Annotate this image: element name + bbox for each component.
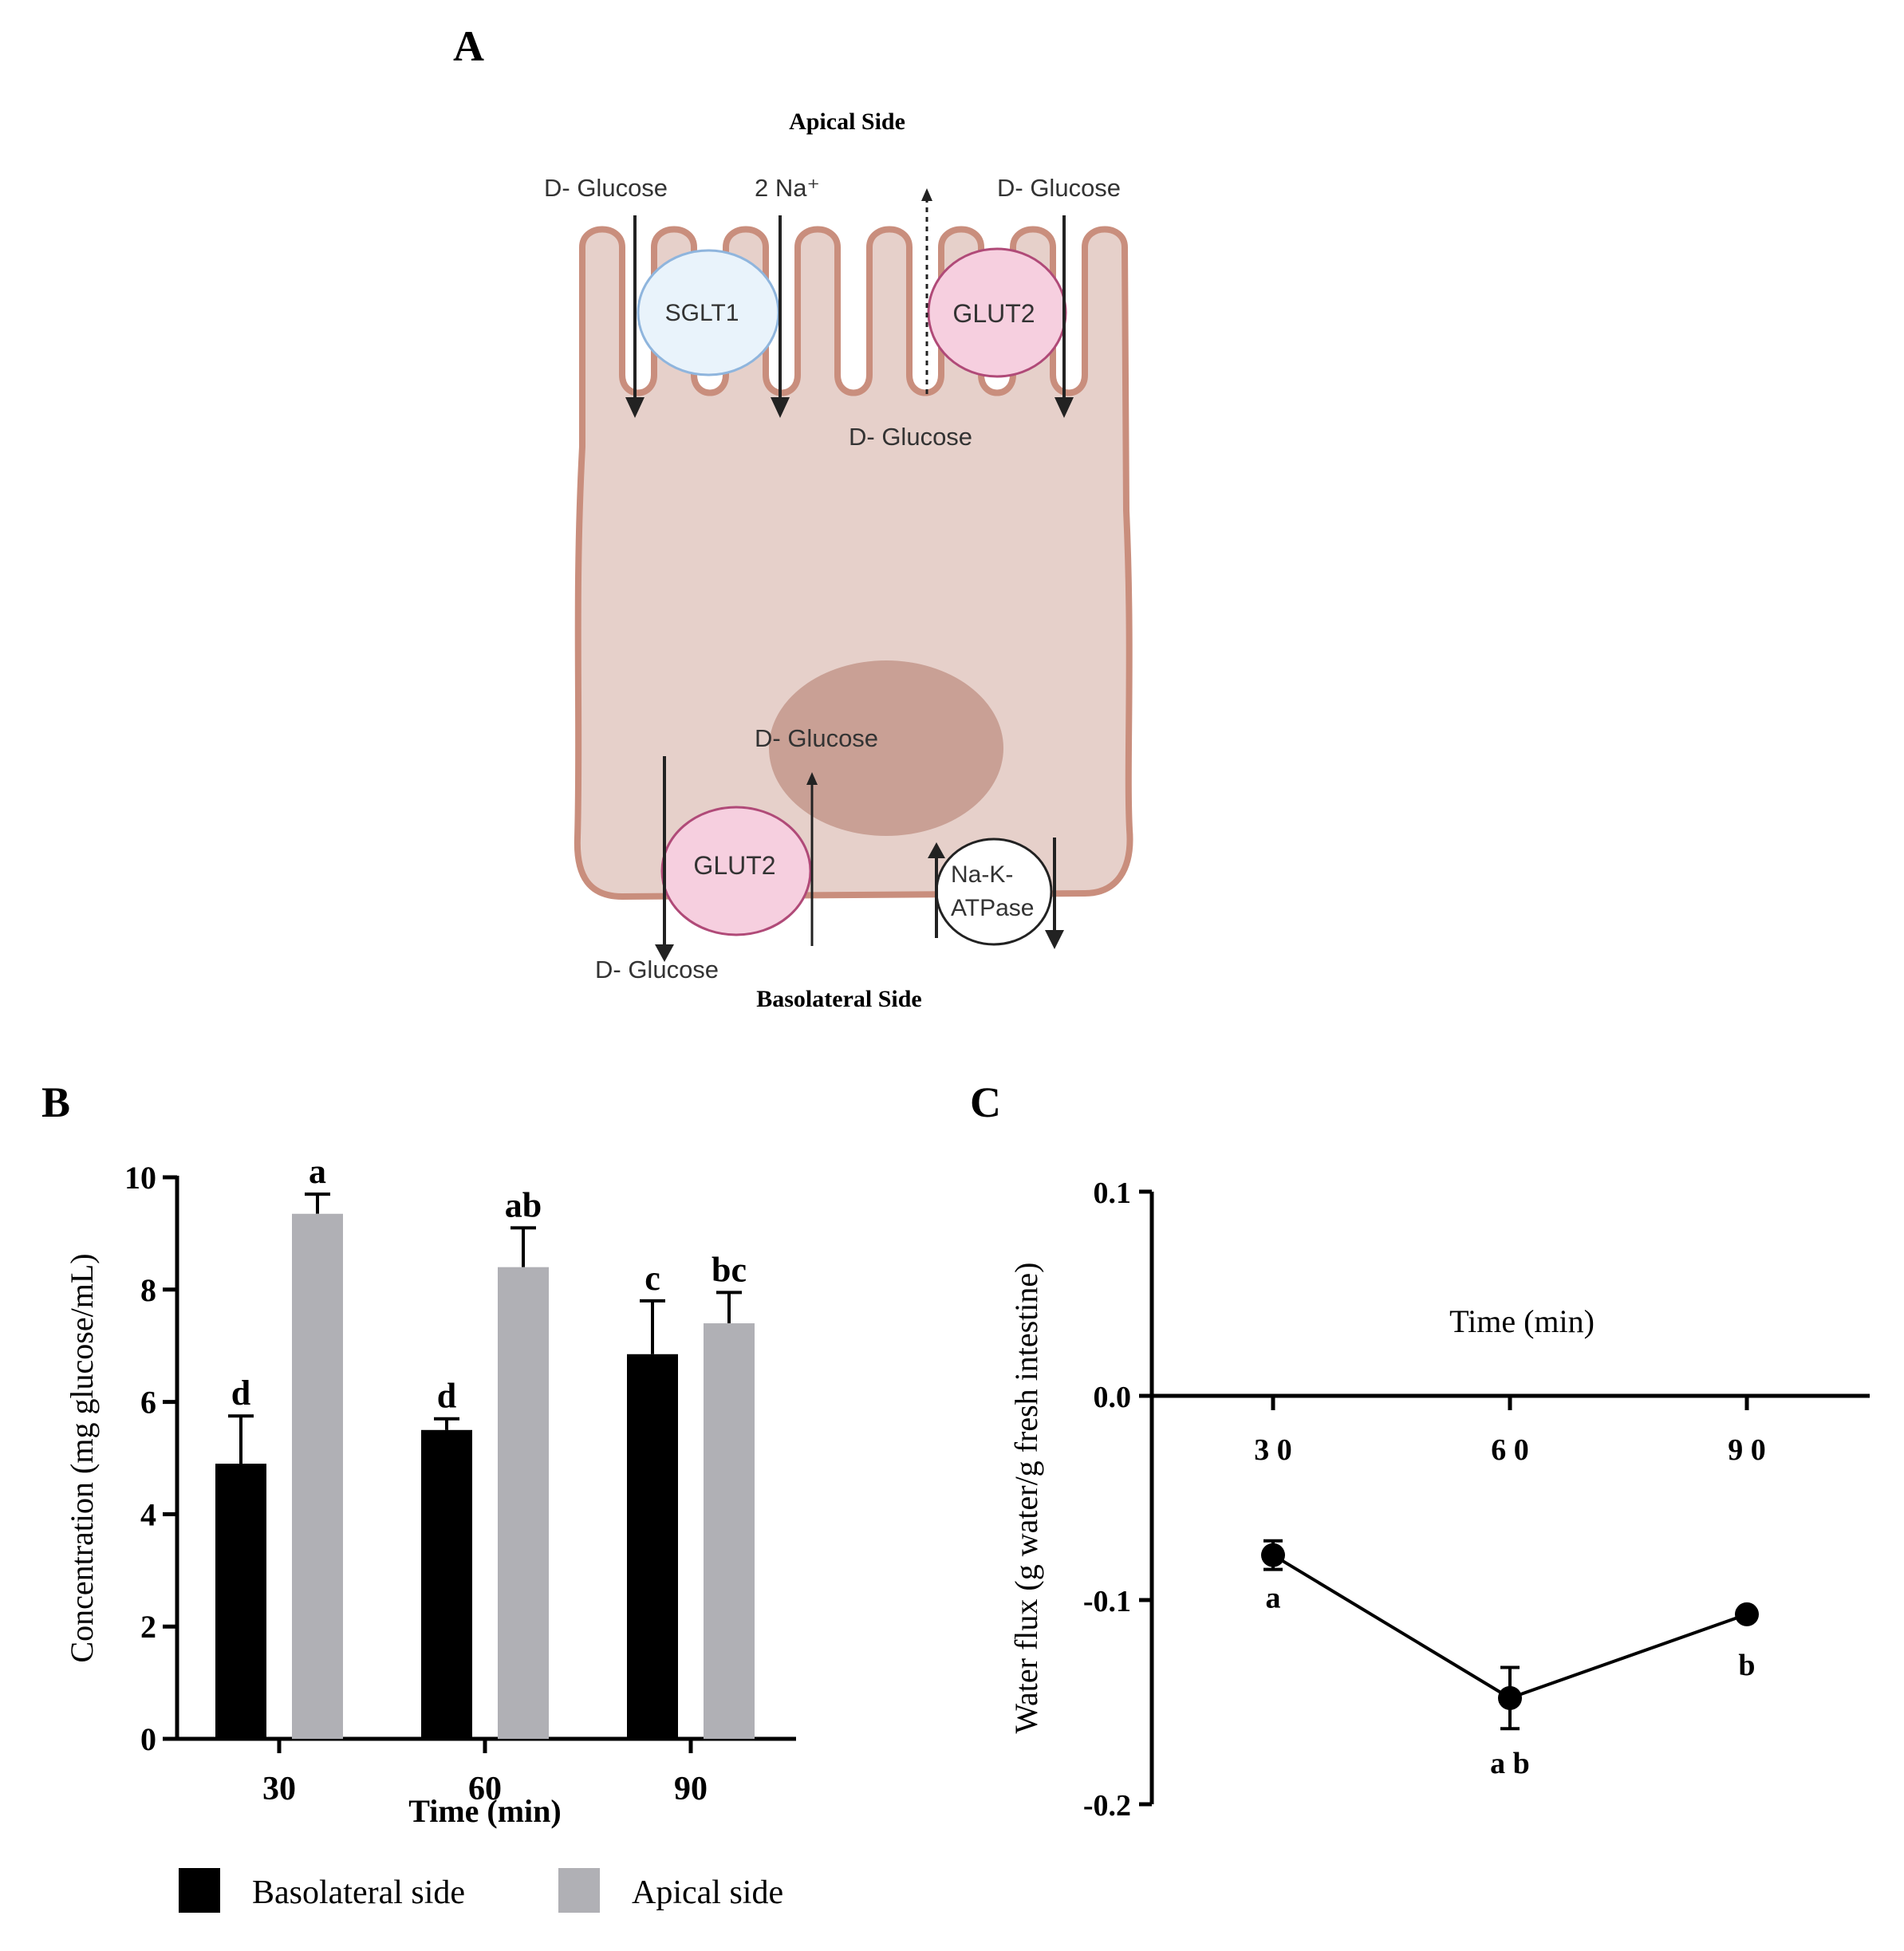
y-tick-label: 0 <box>140 1721 156 1757</box>
x-tick-label: 3 0 <box>1254 1433 1292 1467</box>
basolateral-side-label: Basolateral Side <box>756 986 922 1012</box>
panel-a-letter: A <box>453 22 484 70</box>
y-tick-label: 6 <box>140 1385 156 1421</box>
glut2-apical-label: GLUT2 <box>952 299 1035 328</box>
y-axis-title: Water flux (g water/g fresh intestine) <box>1008 1263 1044 1734</box>
panel-c-letter: C <box>970 1078 1001 1126</box>
nucleus <box>769 660 1003 836</box>
panel-b-letter: B <box>41 1078 70 1126</box>
top-sodium-label: 2 Na⁺ <box>755 174 820 202</box>
legend-swatch-basolateral <box>179 1868 220 1913</box>
panel-c: C 0.1 0.0 -0.1 -0.2 3 0 6 0 9 0 Time (min) a a b b… <box>970 1078 1870 1823</box>
x-tick-label: 6 0 <box>1491 1433 1529 1467</box>
bar-basolateral <box>215 1464 266 1739</box>
x-tick-label: 30 <box>262 1771 296 1807</box>
data-point <box>1735 1602 1759 1626</box>
y-axis-title: Concentration (mg glucose/mL) <box>64 1253 100 1662</box>
significance-label: d <box>437 1377 456 1416</box>
significance-label: c <box>645 1259 660 1298</box>
legend-label-apical: Apical side <box>632 1874 783 1911</box>
data-point <box>1261 1543 1285 1567</box>
x-tick-label: 90 <box>674 1771 708 1807</box>
significance-label: ab <box>505 1185 542 1224</box>
significance-label: b <box>1738 1649 1755 1682</box>
y-tick-label: 0.1 <box>1094 1177 1132 1210</box>
top-glucose-left-label: D- Glucose <box>544 174 668 202</box>
arrowhead-glucose-efflux <box>921 188 932 201</box>
significance-label: a <box>1266 1582 1281 1615</box>
bar-apical <box>704 1323 755 1739</box>
legend-swatch-apical <box>558 1868 600 1913</box>
transport-arrows <box>625 188 1074 962</box>
inside-glucose-lower-label: D- Glucose <box>755 724 878 752</box>
inside-glucose-upper-label: D- Glucose <box>849 423 972 451</box>
y-tick-label: 4 <box>140 1496 156 1532</box>
glut2-basolateral-label: GLUT2 <box>693 851 775 880</box>
significance-label: bc <box>712 1250 747 1289</box>
x-tick-label: 60 <box>468 1771 502 1807</box>
data-point <box>1498 1685 1522 1710</box>
atpase-label-line2: ATPase <box>951 895 1035 921</box>
bar-apical <box>498 1267 549 1739</box>
line-chart: 0.1 0.0 -0.1 -0.2 3 0 6 0 9 0 Time (min) a a b b Wa… <box>1008 1177 1870 1823</box>
bar-basolateral <box>627 1354 678 1739</box>
sglt1-label: SGLT1 <box>665 300 739 326</box>
top-glucose-right-label: D- Glucose <box>997 174 1121 202</box>
arrowhead-glucose-glut2-basolateral <box>655 944 674 962</box>
y-tick-label: -0.1 <box>1083 1585 1131 1618</box>
arrowhead-glucose-upward <box>806 772 818 785</box>
bottom-glucose-label: D- Glucose <box>595 956 719 983</box>
apical-side-label: Apical Side <box>789 108 905 135</box>
atpase-label-line1: Na-K- <box>951 861 1013 888</box>
y-tick-label: 2 <box>140 1609 156 1645</box>
chart-b-legend: Basolateral side Apical side <box>179 1868 783 1913</box>
na-k-atpase-pump <box>935 838 1053 946</box>
glut2-basolateral-transporter <box>660 806 812 936</box>
panel-a: A Apical Side SGLT1 GLUT2 GLUT2 Na-K- AT… <box>453 22 1133 1012</box>
y-tick-label: 0.0 <box>1094 1381 1132 1414</box>
significance-label: a <box>309 1152 326 1191</box>
significance-label: d <box>231 1374 250 1413</box>
x-axis-title: Time (min) <box>1449 1303 1595 1339</box>
x-axis-title: Time (min) <box>408 1793 561 1829</box>
y-tick-label: 10 <box>124 1160 156 1196</box>
y-tick-label: 8 <box>140 1272 156 1308</box>
arrowhead-sodium-sglt1 <box>771 397 790 418</box>
y-tick-label: -0.2 <box>1083 1789 1131 1823</box>
arrowhead-glucose-glut2-apical <box>1054 397 1074 418</box>
arrowhead-atpase-out <box>1045 930 1064 949</box>
significance-label: a b <box>1490 1747 1530 1780</box>
legend-label-basolateral: Basolateral side <box>252 1874 465 1911</box>
bar-apical <box>292 1213 343 1739</box>
bar-basolateral <box>421 1429 472 1739</box>
x-tick-label: 9 0 <box>1728 1433 1766 1467</box>
arrowhead-atpase-in <box>928 842 945 858</box>
arrowhead-glucose-sglt1 <box>625 397 645 418</box>
